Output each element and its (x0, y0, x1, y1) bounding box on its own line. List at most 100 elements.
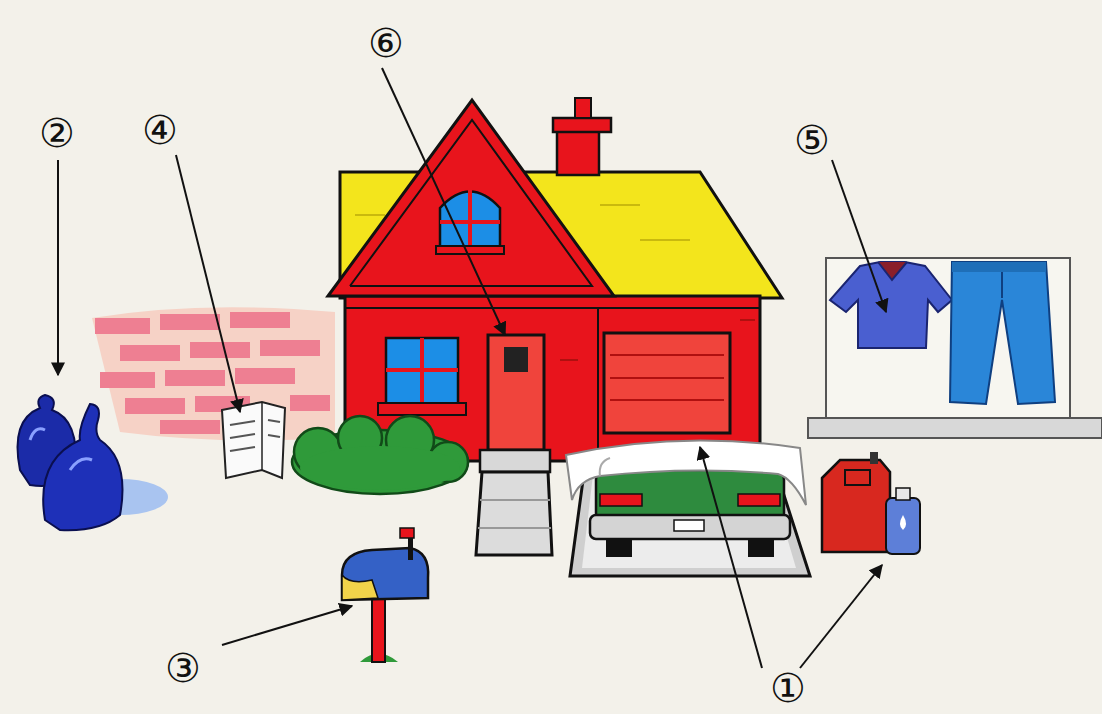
leader-line (382, 68, 505, 335)
driveway-inner (582, 466, 796, 568)
can-handle (845, 470, 870, 485)
brick (165, 370, 225, 386)
collar (878, 262, 907, 280)
jeans (950, 262, 1055, 404)
shingle (600, 204, 640, 206)
mullion (386, 368, 458, 372)
gable (328, 100, 614, 296)
mailbox-post (372, 598, 385, 662)
chimney (557, 130, 599, 175)
chimney-cap (553, 118, 611, 132)
brick (120, 345, 180, 361)
bumper (590, 515, 790, 539)
flag (400, 528, 414, 538)
tire (748, 539, 774, 557)
door-window (504, 347, 528, 372)
brick (160, 420, 220, 434)
brick (190, 342, 250, 358)
walkway (476, 472, 552, 555)
bottle-cap (896, 488, 910, 500)
taillight (738, 494, 780, 506)
window (386, 338, 458, 404)
can-body (822, 460, 890, 552)
brick (260, 340, 320, 356)
wall-edge (597, 308, 599, 461)
brick-mark (740, 319, 755, 321)
car (566, 440, 810, 576)
mailbox-body (342, 548, 428, 600)
leader-line (800, 565, 882, 668)
paver (478, 527, 551, 529)
print-line (268, 435, 280, 437)
brick-wall (92, 307, 335, 440)
leader-line (176, 155, 240, 412)
callout-number: ② (39, 113, 75, 153)
print-line (268, 420, 280, 422)
waistband (952, 262, 1046, 272)
fly (1001, 272, 1003, 298)
bush-fill (300, 446, 460, 490)
tire (606, 539, 632, 557)
brick (290, 395, 330, 411)
callout-number: ③ (165, 648, 201, 688)
wall-base (92, 307, 335, 440)
brick (95, 318, 150, 334)
chimney-top (575, 98, 591, 118)
trash-bags (18, 395, 169, 530)
paver (480, 499, 550, 501)
bush (292, 416, 468, 494)
brick (125, 398, 185, 414)
brick (100, 372, 155, 388)
brick-mark (560, 359, 578, 361)
trim (345, 307, 760, 309)
leader-lines (58, 68, 886, 668)
print-line (230, 434, 255, 438)
taillight (600, 494, 642, 506)
leader-line (832, 160, 886, 312)
step (480, 450, 550, 472)
door (488, 335, 544, 450)
shirt (830, 262, 952, 348)
mullion (468, 190, 472, 248)
shingle (355, 214, 385, 216)
leader-line (700, 447, 762, 668)
drop-mark (900, 515, 906, 530)
panel-line (610, 354, 724, 356)
sill (378, 403, 466, 415)
sill (436, 246, 504, 254)
mullion (440, 220, 500, 224)
garage-door (604, 333, 730, 433)
panel-line (610, 399, 724, 401)
display-board (826, 258, 1070, 418)
callout-number: ⑥ (368, 23, 404, 63)
clothes (808, 258, 1102, 438)
cover-fold (600, 458, 610, 476)
fold (261, 402, 263, 470)
gas-can (822, 452, 920, 554)
bottle (886, 498, 920, 554)
panel-line (610, 377, 724, 379)
highlight (70, 459, 92, 470)
brick (230, 312, 290, 328)
trash-bag (43, 404, 122, 530)
car-cover (566, 440, 806, 505)
callout-number: ④ (142, 110, 178, 150)
shelf (808, 418, 1102, 438)
spout (870, 452, 878, 464)
leader-line (222, 606, 352, 645)
license-plate (674, 520, 704, 531)
brick (235, 368, 295, 384)
callout-number: ⑤ (794, 120, 830, 160)
letter (342, 575, 378, 600)
callout-number: ① (770, 668, 806, 708)
mailbox (342, 528, 428, 662)
newspaper (222, 402, 285, 478)
shingle (640, 239, 690, 241)
brick (160, 314, 220, 330)
leader-line (57, 160, 59, 375)
print-line (230, 447, 255, 451)
paper (222, 402, 285, 478)
